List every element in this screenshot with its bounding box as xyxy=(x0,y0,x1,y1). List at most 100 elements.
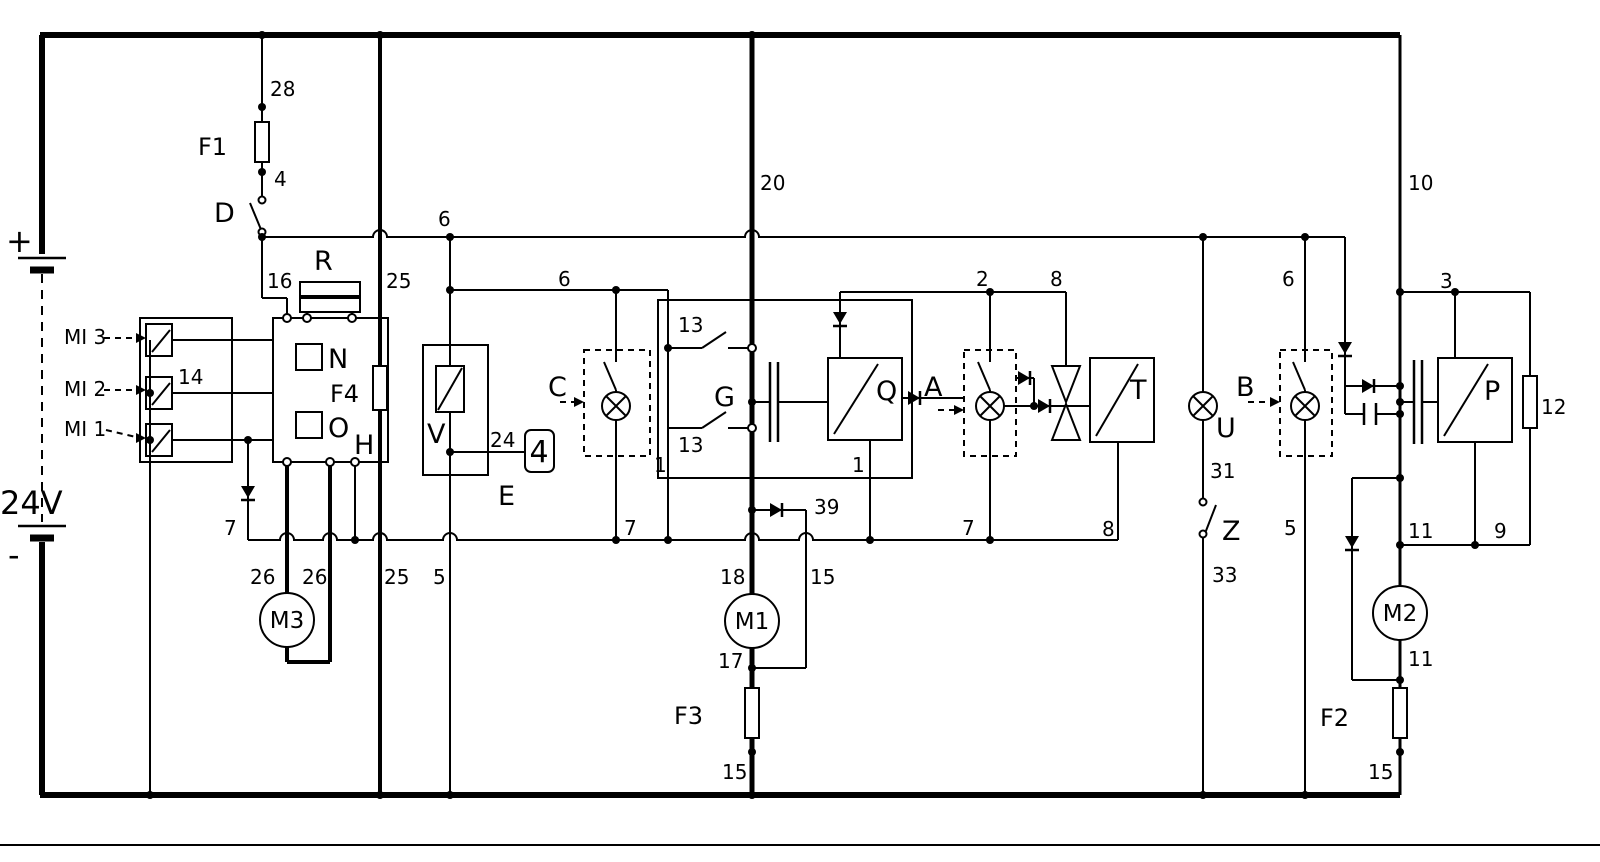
wire-5b-label: 5 xyxy=(433,565,446,589)
lamp-u-cross xyxy=(1192,395,1214,417)
wire-4-label: 4 xyxy=(274,167,287,191)
mi-actuation-arrows xyxy=(104,337,137,438)
fuse-f4-body xyxy=(372,365,388,411)
wire-11a-label: 11 xyxy=(1408,519,1433,543)
wire-8b-label: 8 xyxy=(1102,517,1115,541)
mi3-switch-box[interactable] xyxy=(145,323,173,357)
fuse-f3-body xyxy=(744,687,760,739)
resistor-r-label: R xyxy=(314,246,333,277)
power-buses xyxy=(0,32,1600,846)
relay-terminal-bottom-3 xyxy=(350,457,360,467)
battery-24v: + 24V - xyxy=(0,35,66,795)
wire-1a-label: 1 xyxy=(654,453,667,477)
v-coil-box xyxy=(435,365,465,413)
v-coil-diagonal xyxy=(437,367,463,411)
wire-6b-label: 6 xyxy=(558,267,571,291)
wire-26b-label: 26 xyxy=(302,565,327,589)
battery-plus-label: + xyxy=(6,222,33,260)
motor-m1 xyxy=(724,593,780,649)
wire-25a-label: 25 xyxy=(386,269,411,293)
dashed-switch-boxes xyxy=(560,349,1333,457)
a-switch-box[interactable] xyxy=(963,349,1017,457)
mi-switch-blades xyxy=(151,329,171,453)
c-switch-box[interactable] xyxy=(583,349,651,457)
wire-3-label: 3 xyxy=(1440,269,1453,293)
park-contact-plates xyxy=(768,362,780,442)
thick-feeders xyxy=(285,35,1402,795)
wire-24-label: 24 xyxy=(490,428,515,452)
wire-16-label: 16 xyxy=(267,269,292,293)
e-box-digit: 4 xyxy=(529,435,548,470)
resistor-12-body xyxy=(1522,375,1538,429)
lamp-c-cross xyxy=(605,395,627,417)
wire-15b-label: 15 xyxy=(722,760,747,784)
motors: M3 M1 M2 xyxy=(259,585,1428,649)
diode-triangles xyxy=(241,312,1374,548)
t-unit-diagonal xyxy=(1095,363,1139,437)
battery-minus-label: - xyxy=(8,536,20,574)
wire-9-label: 9 xyxy=(1494,519,1507,543)
wire-network xyxy=(149,35,1531,795)
wire-17-label: 17 xyxy=(718,649,743,673)
c-arrowhead xyxy=(574,397,584,407)
fuse-f1-label: F1 xyxy=(198,133,227,161)
p-unit-diagonal xyxy=(1443,363,1489,437)
mi2-label: MI 2 xyxy=(64,377,106,401)
relay-terminal-bottom-2 xyxy=(325,457,335,467)
m3-supply-wires xyxy=(285,466,332,664)
g-terminal-top xyxy=(747,343,757,353)
wire-6c-label: 6 xyxy=(1282,267,1295,291)
labels-components: F1 D R N F4 O H V E C G Q A T U B Z P F3… xyxy=(198,133,1500,732)
wire-18-label: 18 xyxy=(720,565,745,589)
horizontal-rails-with-crossovers xyxy=(248,229,1530,541)
q-unit-box xyxy=(827,357,903,441)
v-block-label: V xyxy=(427,419,446,450)
wire-12-label: 12 xyxy=(1541,395,1566,419)
wire-7a-label: 7 xyxy=(224,516,237,540)
fuse-f4-label: F4 xyxy=(330,380,359,408)
switch-d-label: D xyxy=(214,198,235,229)
lamp-b-cross xyxy=(1294,395,1316,417)
contact-n-label: N xyxy=(328,344,348,375)
wire-25b-label: 25 xyxy=(384,565,409,589)
wire-14-label: 14 xyxy=(178,365,203,389)
c-switch-label: C xyxy=(548,372,567,403)
fuse-f2-label: F2 xyxy=(1320,704,1349,732)
motor-m1-label: M1 xyxy=(735,609,769,635)
motor-m3 xyxy=(259,592,315,648)
a-arrowhead xyxy=(954,405,964,415)
resistor-r-lower xyxy=(299,297,361,313)
diode-bars xyxy=(241,324,1376,552)
b-arrowhead xyxy=(1270,397,1280,407)
u-lamp-label: U xyxy=(1216,413,1236,444)
junction-dots xyxy=(146,31,1479,799)
relay-terminal-top-1 xyxy=(282,313,292,323)
mi-arrowheads xyxy=(136,333,146,443)
wire-10-label: 10 xyxy=(1408,171,1433,195)
wire-13b-label: 13 xyxy=(678,433,703,457)
battery-voltage-label: 24V xyxy=(0,484,63,522)
relay-terminal-top-3 xyxy=(347,313,357,323)
relay-terminal-top-2 xyxy=(302,313,312,323)
right-blocks xyxy=(1050,357,1538,444)
b-switch-box[interactable] xyxy=(1279,349,1333,457)
fuse-f3-label: F3 xyxy=(674,702,703,730)
fuse-f2-body xyxy=(1392,687,1408,739)
wire-26a-label: 26 xyxy=(250,565,275,589)
mi3-label: MI 3 xyxy=(64,325,106,349)
lamp-a-cross xyxy=(979,395,1001,417)
p-unit-box xyxy=(1437,357,1513,443)
wire-31-label: 31 xyxy=(1210,459,1235,483)
e-connector-box xyxy=(524,429,555,473)
e-connector-label: E xyxy=(498,481,515,512)
switch-z-contact-top xyxy=(1198,497,1208,507)
relay-terminal-bottom-1 xyxy=(282,457,292,467)
q-unit-diagonal xyxy=(833,363,879,435)
mi1-label: MI 1 xyxy=(64,417,106,441)
wire-7c-label: 7 xyxy=(962,516,975,540)
switch-d-contact-top xyxy=(257,195,267,205)
t-unit-label: T xyxy=(1129,375,1147,406)
wire-28-label: 28 xyxy=(270,77,295,101)
